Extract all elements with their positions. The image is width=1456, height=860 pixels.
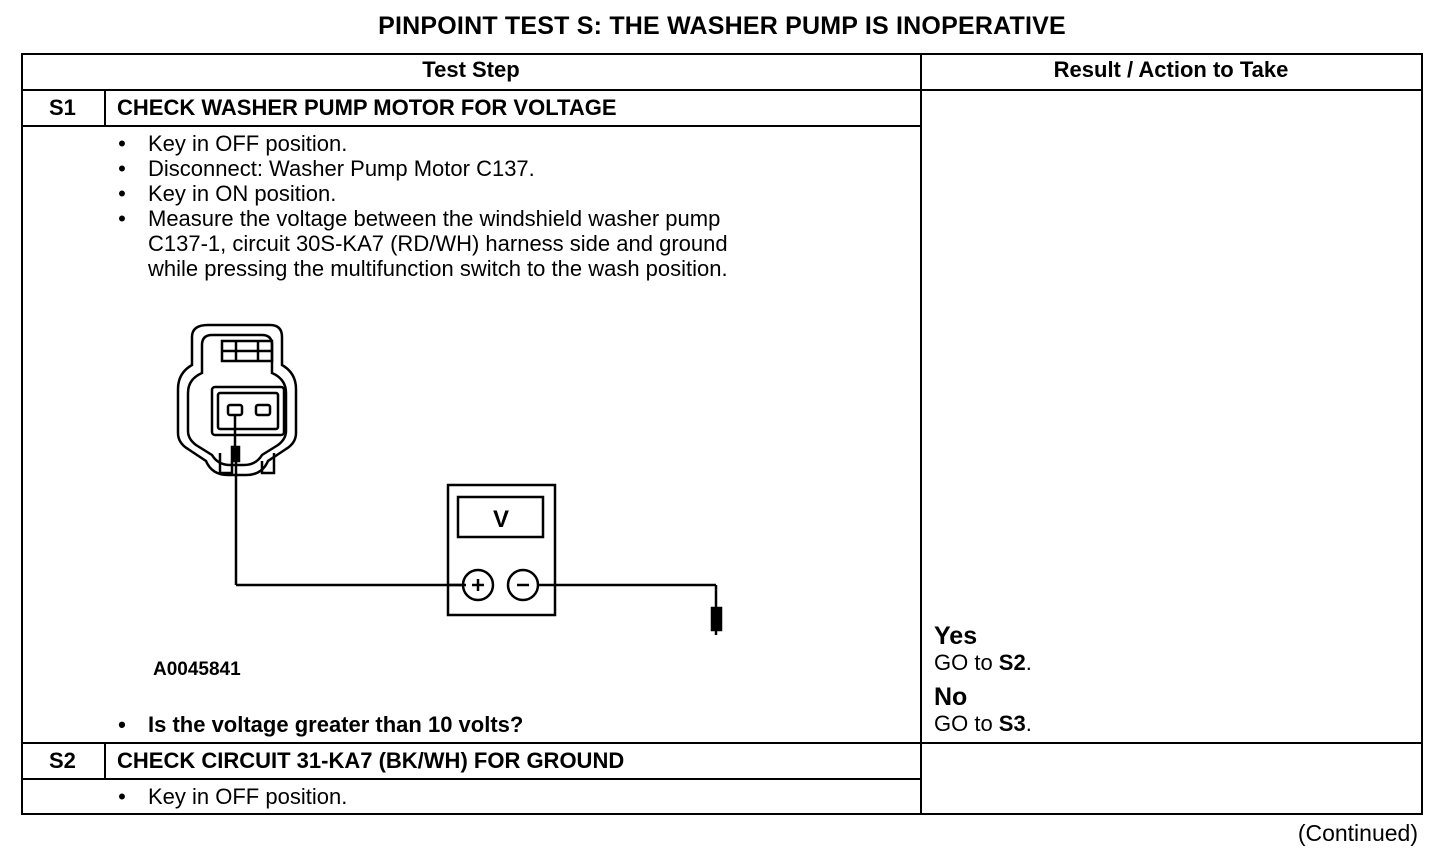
s2-top-divider [21,742,1423,744]
voltage-measurement-diagram: V [176,323,723,635]
ground-icon [710,606,723,635]
list-item: •Is the voltage greater than 10 volts? [118,712,524,737]
connector-icon [176,323,298,477]
list-item: •Key in ON position. [118,181,337,206]
voltmeter-label: V [493,506,509,533]
s1-question: •Is the voltage greater than 10 volts? [115,712,523,737]
result-no-action: GO to S3. [934,711,1032,736]
continued-note: (Continued) [1297,820,1418,846]
header-divider [21,89,1423,91]
list-item-continuation: C137-1, circuit 30S-KA7 (RD/WH) harness … [148,231,728,256]
s1-id-divider [104,90,106,126]
table-border-bottom [21,813,1423,815]
s2-step-heading: CHECK CIRCUIT 31-KA7 (BK/WH) FOR GROUND [117,748,625,773]
header-test-step: Test Step [422,57,520,82]
result-yes-label: Yes [934,622,978,650]
list-item: •Key in OFF position. [118,131,348,156]
result-yes-action: GO to S2. [934,650,1032,675]
list-item-continuation: while pressing the multifunction switch … [148,256,728,281]
list-item: •Measure the voltage between the windshi… [118,206,721,231]
figure-id: A0045841 [153,659,241,680]
header-result-action: Result / Action to Take [1053,57,1289,82]
s1-instructions: •Key in OFF position. •Disconnect: Washe… [115,131,728,281]
s2-step-id: S2 [49,748,76,773]
table-border-right [1421,53,1423,815]
s1-step-id: S1 [49,95,76,120]
result-yes-target[interactable]: S2 [998,650,1026,675]
s1-step-heading: CHECK WASHER PUMP MOTOR FOR VOLTAGE [117,95,617,120]
result-no-target[interactable]: S3 [998,711,1026,736]
list-item: •Key in OFF position. [118,784,348,809]
s2-instructions: •Key in OFF position. [115,784,347,809]
table-border-top [21,53,1423,55]
s2-id-divider [104,743,106,779]
s1-heading-divider [21,125,921,127]
s2-heading-divider [21,778,921,780]
table-border-left [21,53,23,815]
page-title: PINPOINT TEST S: THE WASHER PUMP IS INOP… [378,12,1066,40]
voltmeter-icon [446,483,718,617]
probe-lead [230,415,466,587]
list-item: •Disconnect: Washer Pump Motor C137. [118,156,535,181]
column-divider [920,53,922,815]
pinpoint-test-table: Test Step Result / Action to Take S1 CHE… [21,53,1423,815]
result-no-label: No [934,683,968,711]
